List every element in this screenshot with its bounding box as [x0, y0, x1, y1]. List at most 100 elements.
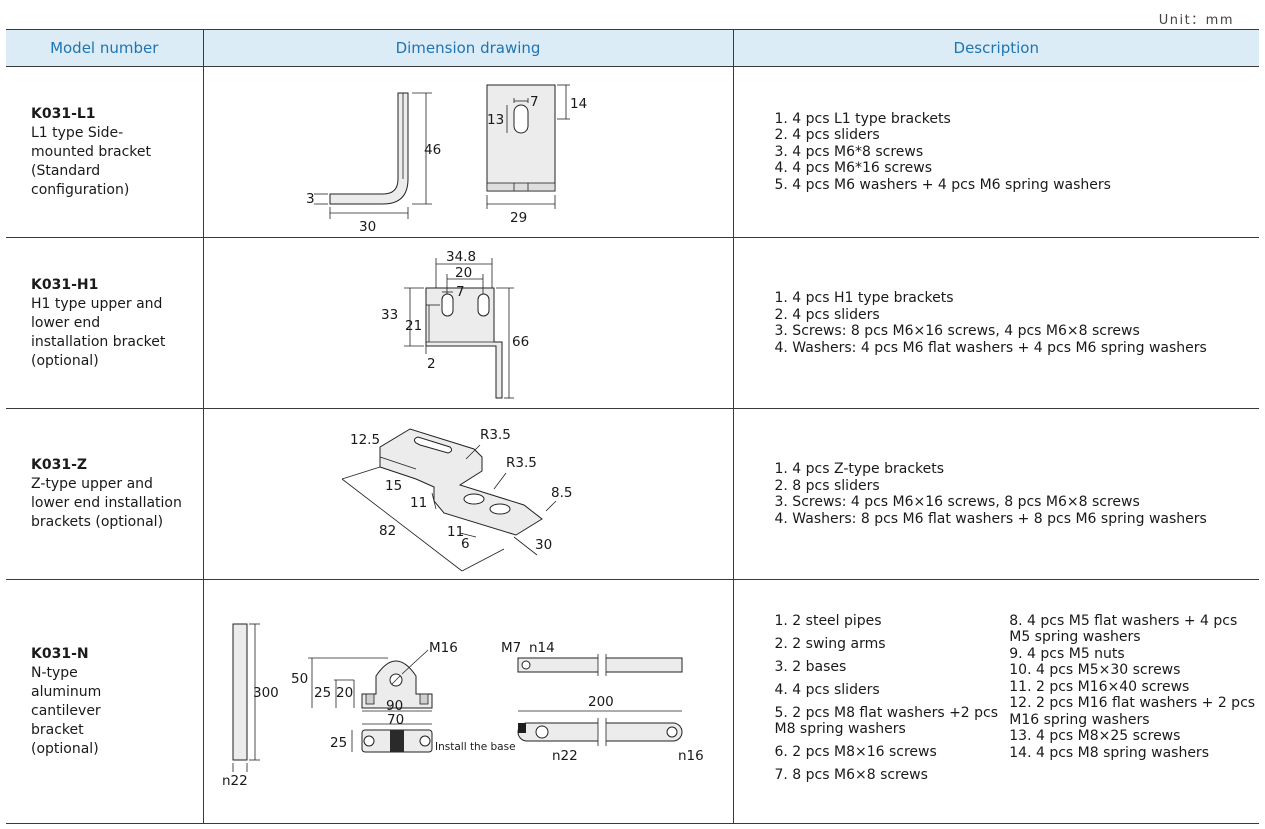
list-item: 7. 8 pcs M6×8 screws [774, 767, 928, 784]
dim-slot: 7 [530, 94, 539, 110]
bracket-spec-table: Model number Dimension drawing Descripti… [6, 29, 1259, 824]
dim-c: 11 [410, 495, 427, 511]
table-row: K031-L1 L1 type Side- mounted bracket (S… [6, 66, 1260, 238]
description-cell: 1. 4 pcs L1 type brackets 2. 4 pcs slide… [732, 66, 1260, 238]
dim-len200: 200 [588, 694, 614, 710]
drawing-cell: 12.5 R3.5 R3.5 15 11 82 8.5 11 6 30 [202, 408, 733, 580]
drawing-cell: 46 30 3 7 [202, 66, 733, 238]
dim-pipe-diameter: n22 [222, 773, 248, 789]
description-list-left: 1. 2 steel pipes 2. 2 swing arms 3. 2 ba… [775, 613, 1010, 791]
description-cell: 1. 2 steel pipes 2. 2 swing arms 3. 2 ba… [732, 579, 1260, 824]
dim-n22: n22 [552, 748, 578, 764]
dim-w90: 90 [386, 698, 403, 714]
description-cell: 1. 4 pcs H1 type brackets 2. 4 pcs slide… [732, 237, 1260, 409]
model-description: H1 type upper and lower end installation… [31, 295, 166, 369]
list-item: 1. 4 pcs L1 type brackets [774, 110, 951, 127]
list-item: 5. 2 pcs M8 flat washers +2 pcs M8 sprin… [774, 704, 999, 738]
drawing-cell: 34.8 20 7 33 21 2 [202, 237, 733, 409]
dim-m7: M7 [501, 640, 521, 656]
list-item: 2. 4 pcs sliders [774, 306, 880, 323]
dim-height: 33 [381, 307, 398, 323]
description-list: 1. 4 pcs H1 type brackets 2. 4 pcs slide… [775, 290, 1260, 356]
dim-f: 11 [447, 524, 464, 540]
dim-thickness: 3 [306, 191, 315, 207]
dim-width: 34.8 [446, 249, 476, 265]
dim-a: 12.5 [350, 432, 380, 448]
dim-h20: 20 [336, 685, 353, 701]
dim-leg: 30 [359, 219, 376, 235]
dim-slot: 7 [456, 284, 465, 300]
dim-hole-height: 21 [405, 318, 422, 334]
list-item: 1. 4 pcs Z-type brackets [774, 461, 945, 477]
list-item: 5. 4 pcs M6 washers + 4 pcs M6 spring wa… [774, 176, 1111, 193]
model-code: K031-L1 [31, 105, 96, 122]
list-item: 2. 8 pcs sliders [774, 477, 880, 494]
z-bracket-drawing: 12.5 R3.5 R3.5 15 11 82 8.5 11 6 30 [341, 427, 572, 572]
dim-r1: R3.5 [480, 427, 511, 443]
dim-thread: M16 [429, 640, 458, 656]
dim-width: 29 [510, 210, 527, 226]
model-code: K031-N [31, 645, 89, 662]
list-item: 1. 4 pcs H1 type brackets [774, 290, 954, 306]
dim-pitch: 20 [455, 265, 472, 281]
table-row: K031-H1 H1 type upper and lower end inst… [6, 237, 1260, 409]
model-code: K031-H1 [31, 276, 99, 293]
drawing-cell: 300 n22 M16 50 25 [202, 579, 733, 824]
model-description: N-type aluminum cantilever bracket (opti… [31, 664, 102, 757]
model-description: L1 type Side- mounted bracket (Standard … [31, 124, 152, 198]
dim-n16: n16 [678, 748, 704, 764]
dim-r2: R3.5 [506, 455, 537, 471]
dim-pipe-length: 300 [253, 685, 279, 701]
dim-slot-length: 13 [487, 112, 504, 128]
list-item: 6. 2 pcs M8×16 screws [774, 744, 937, 761]
model-cell: K031-N N-type aluminum cantilever bracke… [6, 579, 203, 824]
model-cell: K031-L1 L1 type Side- mounted bracket (S… [6, 66, 203, 238]
list-item: 3. 2 bases [774, 658, 847, 675]
list-item: 4. Washers: 8 pcs M6 flat washers + 8 pc… [774, 510, 1207, 527]
model-description: Z-type upper and lower end installation … [31, 476, 182, 530]
list-item: 4. 4 pcs sliders [774, 681, 880, 698]
dim-e: 8.5 [551, 485, 572, 501]
list-item: 1. 2 steel pipes [774, 612, 882, 629]
list-item: 11. 2 pcs M16×40 screws [1009, 678, 1190, 695]
dim-thickness: 2 [427, 356, 436, 372]
list-item: 13. 4 pcs M8×25 screws [1009, 728, 1181, 745]
description-list: 1. 4 pcs L1 type brackets 2. 4 pcs slide… [775, 111, 1260, 194]
header-dimension-drawing: Dimension drawing [202, 29, 733, 67]
list-item: 3. 4 pcs M6*8 screws [774, 143, 924, 160]
list-item: 4. Washers: 4 pcs M6 flat washers + 4 pc… [774, 339, 1207, 356]
dim-h50: 50 [291, 671, 308, 687]
description-columns: 1. 2 steel pipes 2. 2 swing arms 3. 2 ba… [775, 613, 1260, 791]
list-item: 3. Screws: 4 pcs M6×16 screws, 8 pcs M6×… [774, 494, 1140, 510]
header-model-number: Model number [6, 29, 203, 67]
dim-n14: n14 [529, 640, 555, 656]
dim-d: 82 [379, 523, 396, 539]
n-bracket-drawing: 300 n22 M16 50 25 [222, 623, 704, 789]
install-base-note: Install the base [435, 741, 516, 753]
description-cell: 1. 4 pcs Z-type brackets 2. 8 pcs slider… [732, 408, 1259, 580]
table-row: K031-N N-type aluminum cantilever bracke… [6, 579, 1260, 824]
model-code: K031-Z [31, 457, 88, 473]
unit-label: Unit：mm [1158, 13, 1234, 28]
dim-h: 30 [535, 537, 552, 553]
model-cell: K031-H1 H1 type upper and lower end inst… [6, 237, 203, 409]
list-item: 3. Screws: 8 pcs M6×16 screws, 4 pcs M6×… [774, 323, 1140, 339]
list-item: 8. 4 pcs M5 flat washers + 4 pcs M5 spri… [1009, 612, 1238, 646]
h1-bracket-drawing: 34.8 20 7 33 21 2 [381, 249, 529, 399]
dim-w70: 70 [387, 712, 404, 728]
list-item: 2. 2 swing arms [774, 635, 886, 652]
list-item: 10. 4 pcs M5×30 screws [1009, 662, 1181, 679]
list-item: 9. 4 pcs M5 nuts [1009, 645, 1125, 662]
description-list-right: 8. 4 pcs M5 flat washers + 4 pcs M5 spri… [1009, 613, 1259, 791]
table-header-row: Model number Dimension drawing Descripti… [6, 29, 1259, 67]
header-description: Description [732, 29, 1259, 67]
model-cell: K031-Z Z-type upper and lower end instal… [6, 408, 203, 580]
dim-d25: 25 [330, 735, 347, 751]
dim-total: 66 [512, 334, 529, 350]
dim-height: 46 [424, 142, 441, 158]
dim-b: 15 [385, 478, 402, 494]
dim-g: 6 [461, 536, 470, 552]
table-row: K031-Z Z-type upper and lower end instal… [6, 408, 1259, 580]
list-item: 14. 4 pcs M8 spring washers [1009, 744, 1209, 761]
list-item: 12. 2 pcs M16 flat washers + 2 pcs M16 s… [1009, 695, 1256, 728]
